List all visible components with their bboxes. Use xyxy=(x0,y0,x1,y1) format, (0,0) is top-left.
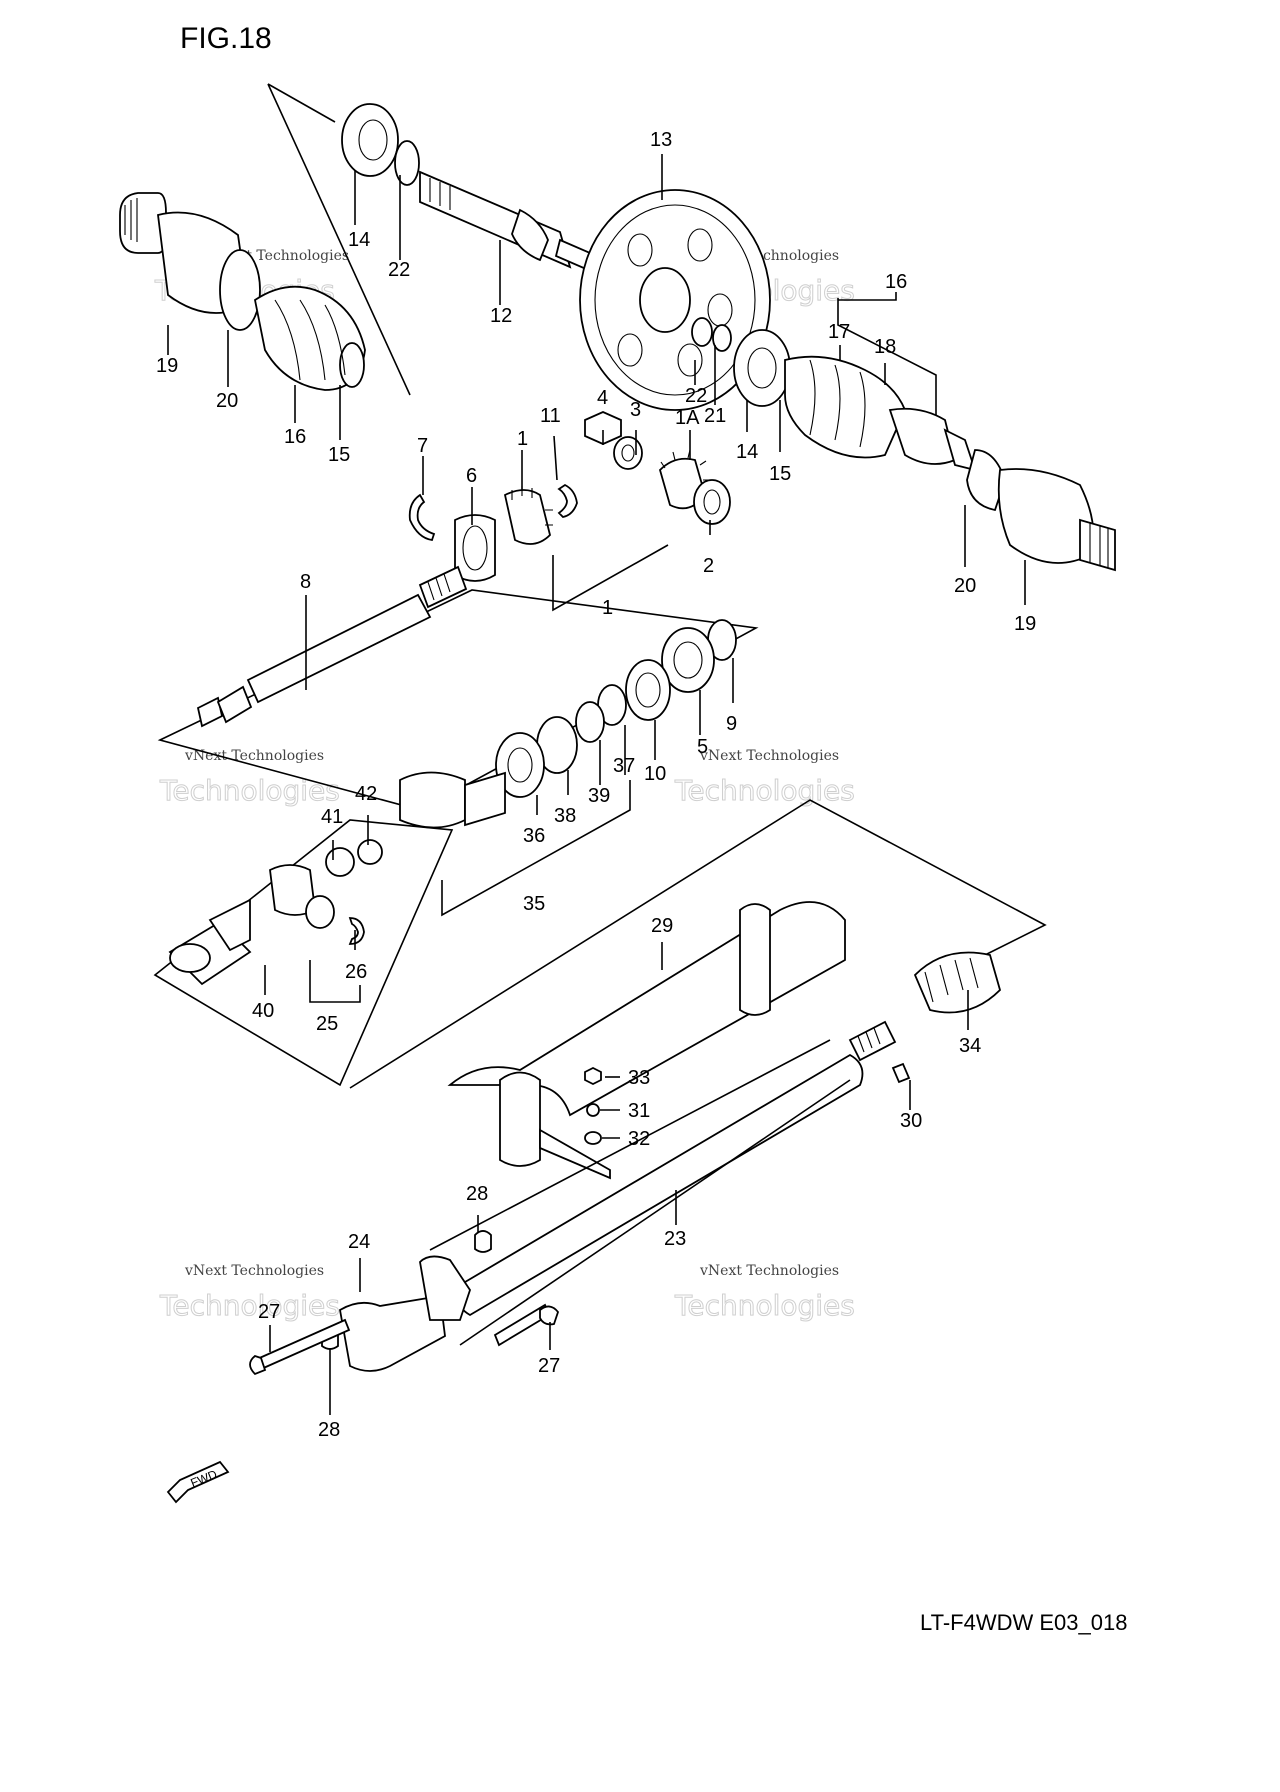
callout-10: 10 xyxy=(644,763,666,785)
callout-20: 20 xyxy=(954,575,976,597)
callout-21: 21 xyxy=(704,405,726,427)
figure-title: FIG.18 xyxy=(180,22,272,55)
callout-15: 15 xyxy=(328,444,350,466)
callout-28: 28 xyxy=(466,1183,488,1205)
watermark-text: Technologies xyxy=(159,1289,340,1322)
callout-19: 19 xyxy=(1014,613,1036,635)
callout-14: 14 xyxy=(348,229,370,251)
boot-34 xyxy=(913,951,1002,1014)
upper-bearing-14 xyxy=(341,103,420,186)
callout-1A: 1A xyxy=(675,407,700,429)
callout-6: 6 xyxy=(466,465,477,487)
callout-39: 39 xyxy=(588,785,610,807)
callout-34: 34 xyxy=(959,1035,981,1057)
callout-1: 1 xyxy=(602,597,613,619)
callout-17: 17 xyxy=(828,321,850,343)
callout-20: 20 xyxy=(216,390,238,412)
left-boot-assembly xyxy=(119,192,366,391)
callout-36: 36 xyxy=(523,825,545,847)
callout-41: 41 xyxy=(321,806,343,828)
washer-stack xyxy=(399,619,737,917)
callout-29: 29 xyxy=(651,915,673,937)
watermark-text: vNext Technologies xyxy=(184,748,324,764)
watermark-3: vNext Technologies Technologies xyxy=(159,748,341,808)
leader-lines xyxy=(167,154,1026,1415)
watermark-4: vNext Technologies Technologies xyxy=(674,748,856,808)
callout-labels: 14 22 12 13 19 20 16 15 16 17 18 22 21 1… xyxy=(156,129,1036,1441)
watermark-text: vNext Technologies xyxy=(699,748,839,764)
flange-24 xyxy=(249,1255,560,1376)
fwd-arrow: FWD xyxy=(166,1460,230,1504)
callout-37: 37 xyxy=(613,755,635,777)
callout-4: 4 xyxy=(597,387,608,409)
watermark-6: vNext Technologies Technologies xyxy=(674,1263,856,1323)
callout-16: 16 xyxy=(885,271,907,293)
callout-14: 14 xyxy=(736,441,758,463)
watermark-text: Technologies xyxy=(159,774,340,807)
figure-code: LT-F4WDW E03_018 xyxy=(920,1610,1128,1635)
watermark-text: Technologies xyxy=(674,774,855,807)
callout-1: 1 xyxy=(517,428,528,450)
callout-13: 13 xyxy=(650,129,672,151)
right-boot-assembly xyxy=(733,298,1116,572)
callout-33: 33 xyxy=(628,1067,650,1089)
callout-42: 42 xyxy=(355,783,377,805)
callout-22: 22 xyxy=(388,259,410,281)
axle-shaft-8 xyxy=(157,565,759,811)
group-1-bracket xyxy=(552,544,669,612)
callout-40: 40 xyxy=(252,1000,274,1022)
callout-31: 31 xyxy=(628,1100,650,1122)
inset-bracket xyxy=(267,83,411,396)
callout-2: 2 xyxy=(703,555,714,577)
callout-19: 19 xyxy=(156,355,178,377)
callout-16: 16 xyxy=(284,426,306,448)
watermark-text: vNext Technologies xyxy=(699,1263,839,1279)
callout-23: 23 xyxy=(664,1228,686,1250)
callout-35: 35 xyxy=(523,893,545,915)
callout-26: 26 xyxy=(345,961,367,983)
callout-11: 11 xyxy=(540,405,561,427)
callout-8: 8 xyxy=(300,571,311,593)
u-joint-cluster xyxy=(153,819,454,1087)
differential-parts xyxy=(408,411,731,582)
watermark-5: vNext Technologies Technologies xyxy=(159,1263,341,1323)
fwd-label: FWD xyxy=(188,1467,219,1490)
callout-9: 9 xyxy=(726,713,737,735)
propeller-shaft-23 xyxy=(429,1020,897,1346)
callout-15: 15 xyxy=(769,463,791,485)
callout-32: 32 xyxy=(628,1128,650,1150)
callout-28: 28 xyxy=(318,1419,340,1441)
watermark-text: Technologies xyxy=(674,1289,855,1322)
callout-12: 12 xyxy=(490,305,512,327)
callout-22: 22 xyxy=(685,385,707,407)
ring-gear-13 xyxy=(579,189,771,411)
cover-29 xyxy=(447,901,846,1180)
callout-30: 30 xyxy=(900,1110,922,1132)
callout-5: 5 xyxy=(697,736,708,758)
cover-bracket xyxy=(349,799,1047,1089)
callout-27: 27 xyxy=(258,1301,280,1323)
callout-38: 38 xyxy=(554,805,576,827)
callout-18: 18 xyxy=(874,336,896,358)
watermark-text: vNext Technologies xyxy=(184,1263,324,1279)
callout-24: 24 xyxy=(348,1231,370,1253)
callout-25: 25 xyxy=(316,1013,338,1035)
callout-27: 27 xyxy=(538,1355,560,1377)
callout-7: 7 xyxy=(417,435,428,457)
callout-3: 3 xyxy=(630,399,641,421)
